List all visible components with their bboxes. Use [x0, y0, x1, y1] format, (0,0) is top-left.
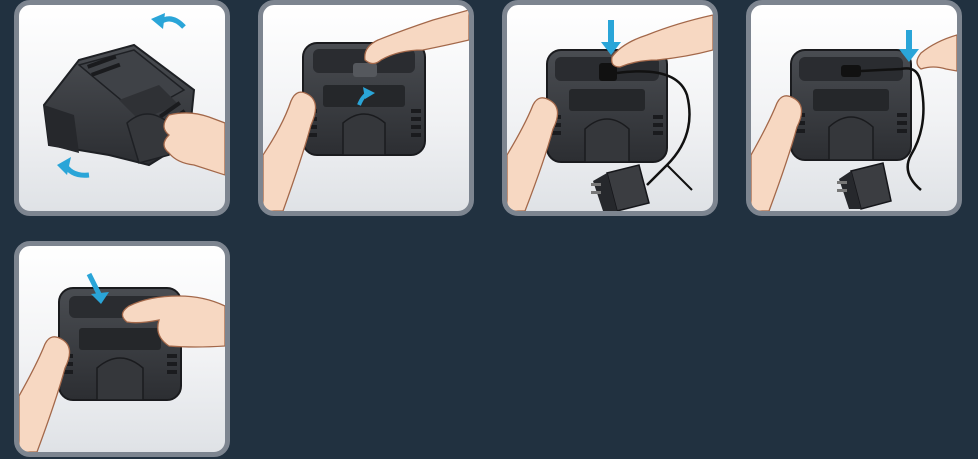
step-1-illustration — [19, 5, 225, 211]
step-2-illustration — [263, 5, 469, 211]
step-5-panel — [14, 241, 230, 457]
hand — [164, 113, 225, 175]
step-4-illustration — [751, 5, 957, 211]
step-2-panel — [258, 0, 474, 216]
power-plug — [841, 65, 861, 77]
step-1-panel — [14, 0, 230, 216]
step-4-panel — [746, 0, 962, 216]
hand — [612, 15, 713, 67]
power-adapter — [591, 165, 649, 211]
step-3-panel — [502, 0, 718, 216]
step-5-illustration — [19, 246, 225, 452]
step-3-illustration — [507, 5, 713, 211]
power-adapter — [837, 163, 891, 209]
hand — [917, 35, 957, 71]
